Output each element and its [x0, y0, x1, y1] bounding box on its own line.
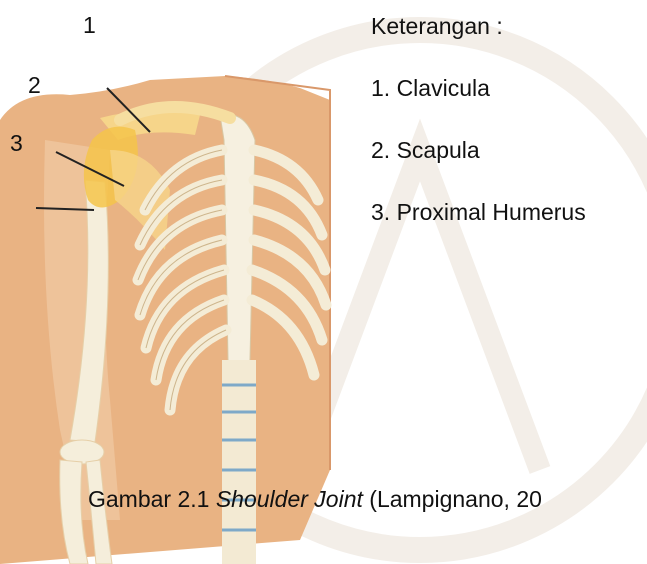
legend-title: Keterangan : — [371, 10, 586, 42]
figure-caption: Gambar 2.1 Shoulder Joint (Lampignano, 2… — [88, 486, 542, 513]
legend-item-scapula: 2. Scapula — [371, 134, 586, 166]
caption-suffix: (Lampignano, 20 — [363, 486, 542, 512]
legend-item-proximal-humerus: 3. Proximal Humerus — [371, 196, 586, 228]
caption-italic-title: Shoulder Joint — [216, 486, 363, 512]
label-number-1: 1 — [83, 12, 96, 39]
legend-list: 1. Clavicula 2. Scapula 3. Proximal Hume… — [371, 72, 586, 228]
shoulder-anatomy-illustration — [0, 0, 360, 564]
caption-prefix: Gambar 2.1 — [88, 486, 216, 512]
label-number-3: 3 — [10, 130, 23, 157]
legend-panel: Keterangan : 1. Clavicula 2. Scapula 3. … — [371, 10, 586, 258]
label-number-2: 2 — [28, 72, 41, 99]
legend-item-clavicula: 1. Clavicula — [371, 72, 586, 104]
